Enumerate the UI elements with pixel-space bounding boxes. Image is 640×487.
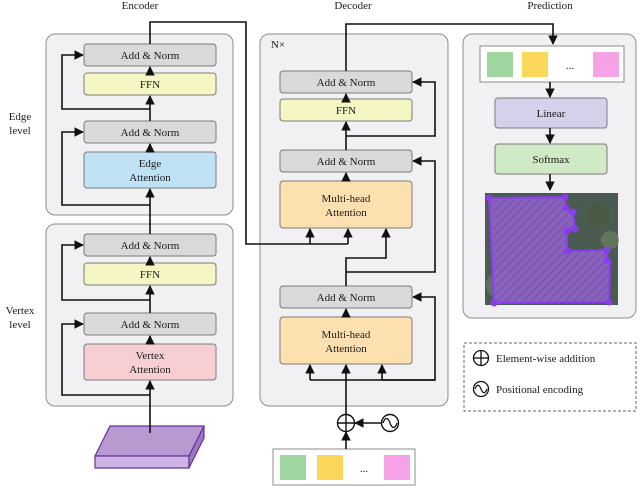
vertex-attention-label-line2: Attention [129, 364, 171, 376]
decoder-token-ellipsis: ... [360, 463, 369, 475]
prediction-token-yellow [522, 52, 548, 77]
legend-positional-label: Positional encoding [496, 384, 584, 396]
decoder-output-arrow [345, 23, 558, 71]
edge-add-norm-1-label: Add & Norm [121, 127, 180, 139]
edge-attention-label-line2: Attention [129, 172, 171, 184]
prediction-title: Prediction [527, 0, 573, 12]
linear-label: Linear [537, 108, 566, 120]
edge-attention-label-line1: Edge [139, 158, 162, 170]
vertex-attention-label-line1: Vertex [136, 350, 165, 362]
softmax-block [494, 143, 608, 175]
prediction-token-ellipsis: ... [566, 60, 575, 72]
decoder-token-yellow [317, 455, 343, 480]
legend-addition-icon [472, 349, 490, 367]
softmax-label: Softmax [532, 154, 570, 166]
predicted-building-polygon [489, 197, 610, 303]
positional-encoding-icon [380, 413, 400, 433]
vertex-level-label-line2: level [9, 319, 30, 331]
vertex-add-norm-1-label: Add & Norm [121, 319, 180, 331]
encoder-output-line [149, 21, 348, 245]
edge-residual-1 [61, 127, 150, 206]
linear-block [494, 97, 608, 129]
edge-add-norm-2-label: Add & Norm [121, 50, 180, 62]
edge-level-label-line2: level [9, 125, 30, 137]
edge-residual-2 [61, 50, 150, 110]
decoder-residual-1 [382, 292, 436, 381]
polygon-vertices [485, 193, 613, 307]
decoder-add-norm-2-label: Add & Norm [317, 156, 376, 168]
decoder-residual-3 [346, 77, 436, 137]
decoder-self-attention-label-line1: Multi-head [322, 329, 371, 341]
decoder-residual-2 [346, 156, 436, 273]
edge-level-label-line1: Edge [9, 111, 32, 123]
decoder-add-norm-3-label: Add & Norm [317, 77, 376, 89]
vertex-add-norm-2-label: Add & Norm [121, 240, 180, 252]
decoder-ffn-label: FFN [336, 105, 356, 117]
vertex-level-label-line1: Vertex [6, 305, 35, 317]
decoder-cross-attention-label-line1: Multi-head [322, 193, 371, 205]
prediction-token-green [487, 52, 513, 77]
element-wise-addition-icon [336, 413, 356, 433]
edge-ffn-label: FFN [140, 79, 160, 91]
vertex-ffn-label: FFN [140, 269, 160, 281]
legend-addition-label: Element-wise addition [496, 353, 596, 365]
decoder-repeat-label: N× [271, 39, 285, 51]
vertex-residual-1 [61, 319, 150, 396]
prediction-aerial-image [485, 193, 619, 307]
decoder-cross-attention-label-line2: Attention [325, 207, 367, 219]
encoder-title: Encoder [122, 0, 159, 12]
decoder-token-pink [384, 455, 410, 480]
prediction-token-pink [593, 52, 619, 77]
legend [463, 342, 637, 412]
legend-positional-icon [472, 380, 490, 398]
decoder-token-green [280, 455, 306, 480]
decoder-title: Decoder [334, 0, 372, 12]
vertex-residual-2 [61, 240, 150, 301]
feature-map-input [94, 425, 205, 469]
decoder-self-attention-label-line2: Attention [325, 343, 367, 355]
decoder-add-norm-1-label: Add & Norm [317, 292, 376, 304]
